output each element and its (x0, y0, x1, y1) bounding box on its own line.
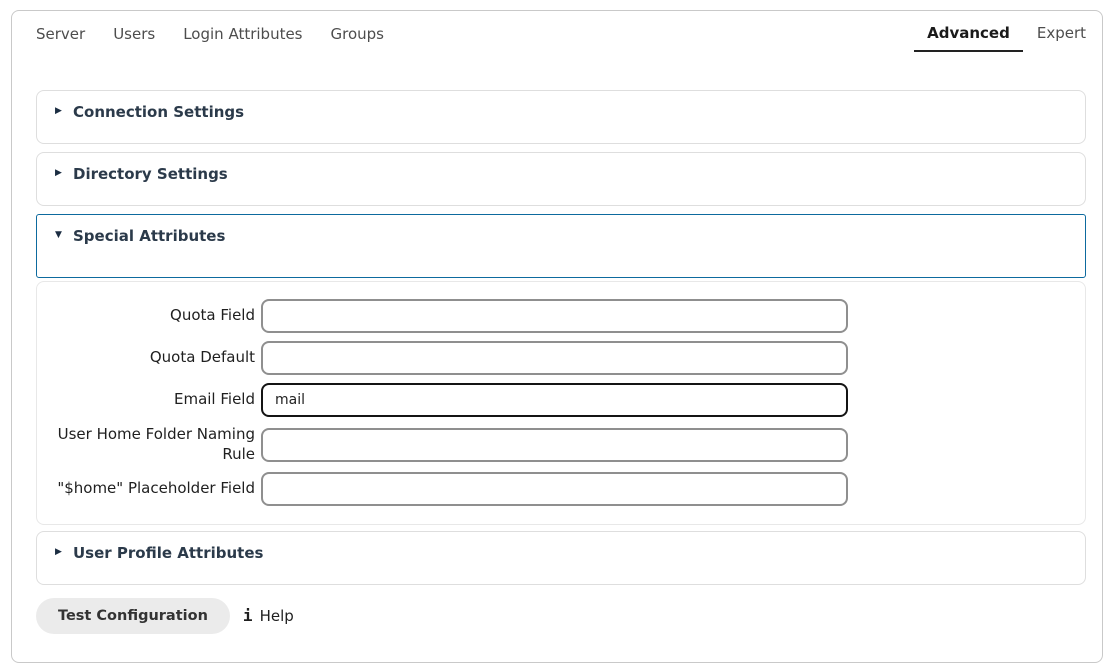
test-configuration-button[interactable]: Test Configuration (36, 598, 230, 634)
form-row-home-placeholder-field: "$home" Placeholder Field (53, 472, 1069, 506)
quota-field-input[interactable] (261, 299, 848, 333)
home-folder-naming-rule-label: User Home Folder Naming Rule (57, 425, 255, 463)
form-row-home-folder-naming-rule: User Home Folder Naming Rule (53, 425, 1069, 464)
help-label: Help (259, 607, 294, 625)
tab-advanced[interactable]: Advanced (914, 24, 1023, 52)
email-field-input[interactable] (261, 383, 848, 417)
section-special-attributes[interactable]: ▼ Special Attributes (36, 214, 1086, 278)
form-row-email-field: Email Field (53, 383, 1069, 417)
home-folder-naming-rule-input[interactable] (261, 427, 848, 462)
form-row-quota-default: Quota Default (53, 341, 1069, 375)
tab-users[interactable]: Users (113, 25, 156, 43)
caret-right-icon: ▶ (55, 168, 62, 178)
section-directory-settings[interactable]: ▶ Directory Settings (36, 152, 1086, 206)
info-icon: i (242, 606, 253, 625)
section-user-profile-attributes[interactable]: ▶ User Profile Attributes (36, 531, 1086, 585)
help-link[interactable]: i Help (243, 607, 294, 625)
ldap-settings-card: Server Users Login Attributes Groups Adv… (11, 10, 1103, 663)
section-title: User Profile Attributes (73, 544, 264, 562)
special-attributes-panel: Quota Field Quota Default Email Field Us… (36, 281, 1086, 525)
caret-right-icon: ▶ (55, 547, 62, 557)
tab-expert[interactable]: Expert (1036, 24, 1086, 42)
home-placeholder-field-label: "$home" Placeholder Field (57, 479, 255, 498)
home-placeholder-field-input[interactable] (261, 472, 848, 506)
section-title: Special Attributes (73, 227, 226, 245)
caret-down-icon: ▼ (55, 230, 62, 240)
quota-default-label: Quota Default (149, 348, 255, 367)
form-row-quota-field: Quota Field (53, 299, 1069, 333)
tab-bar: Server Users Login Attributes Groups Adv… (36, 24, 1086, 52)
caret-right-icon: ▶ (55, 106, 62, 116)
mode-tabs: Advanced Expert (914, 24, 1086, 52)
quota-default-input[interactable] (261, 341, 848, 375)
quota-field-label: Quota Field (170, 306, 255, 325)
tab-server[interactable]: Server (36, 25, 86, 43)
section-title: Connection Settings (73, 103, 245, 121)
footer-actions: Test Configuration i Help (36, 598, 1086, 634)
section-connection-settings[interactable]: ▶ Connection Settings (36, 90, 1086, 144)
settings-accordion: ▶ Connection Settings ▶ Directory Settin… (36, 90, 1086, 585)
section-title: Directory Settings (73, 165, 228, 183)
email-field-label: Email Field (173, 390, 255, 409)
tab-groups[interactable]: Groups (330, 25, 384, 43)
tab-login-attributes[interactable]: Login Attributes (183, 25, 303, 43)
nav-tabs: Server Users Login Attributes Groups (36, 24, 384, 43)
